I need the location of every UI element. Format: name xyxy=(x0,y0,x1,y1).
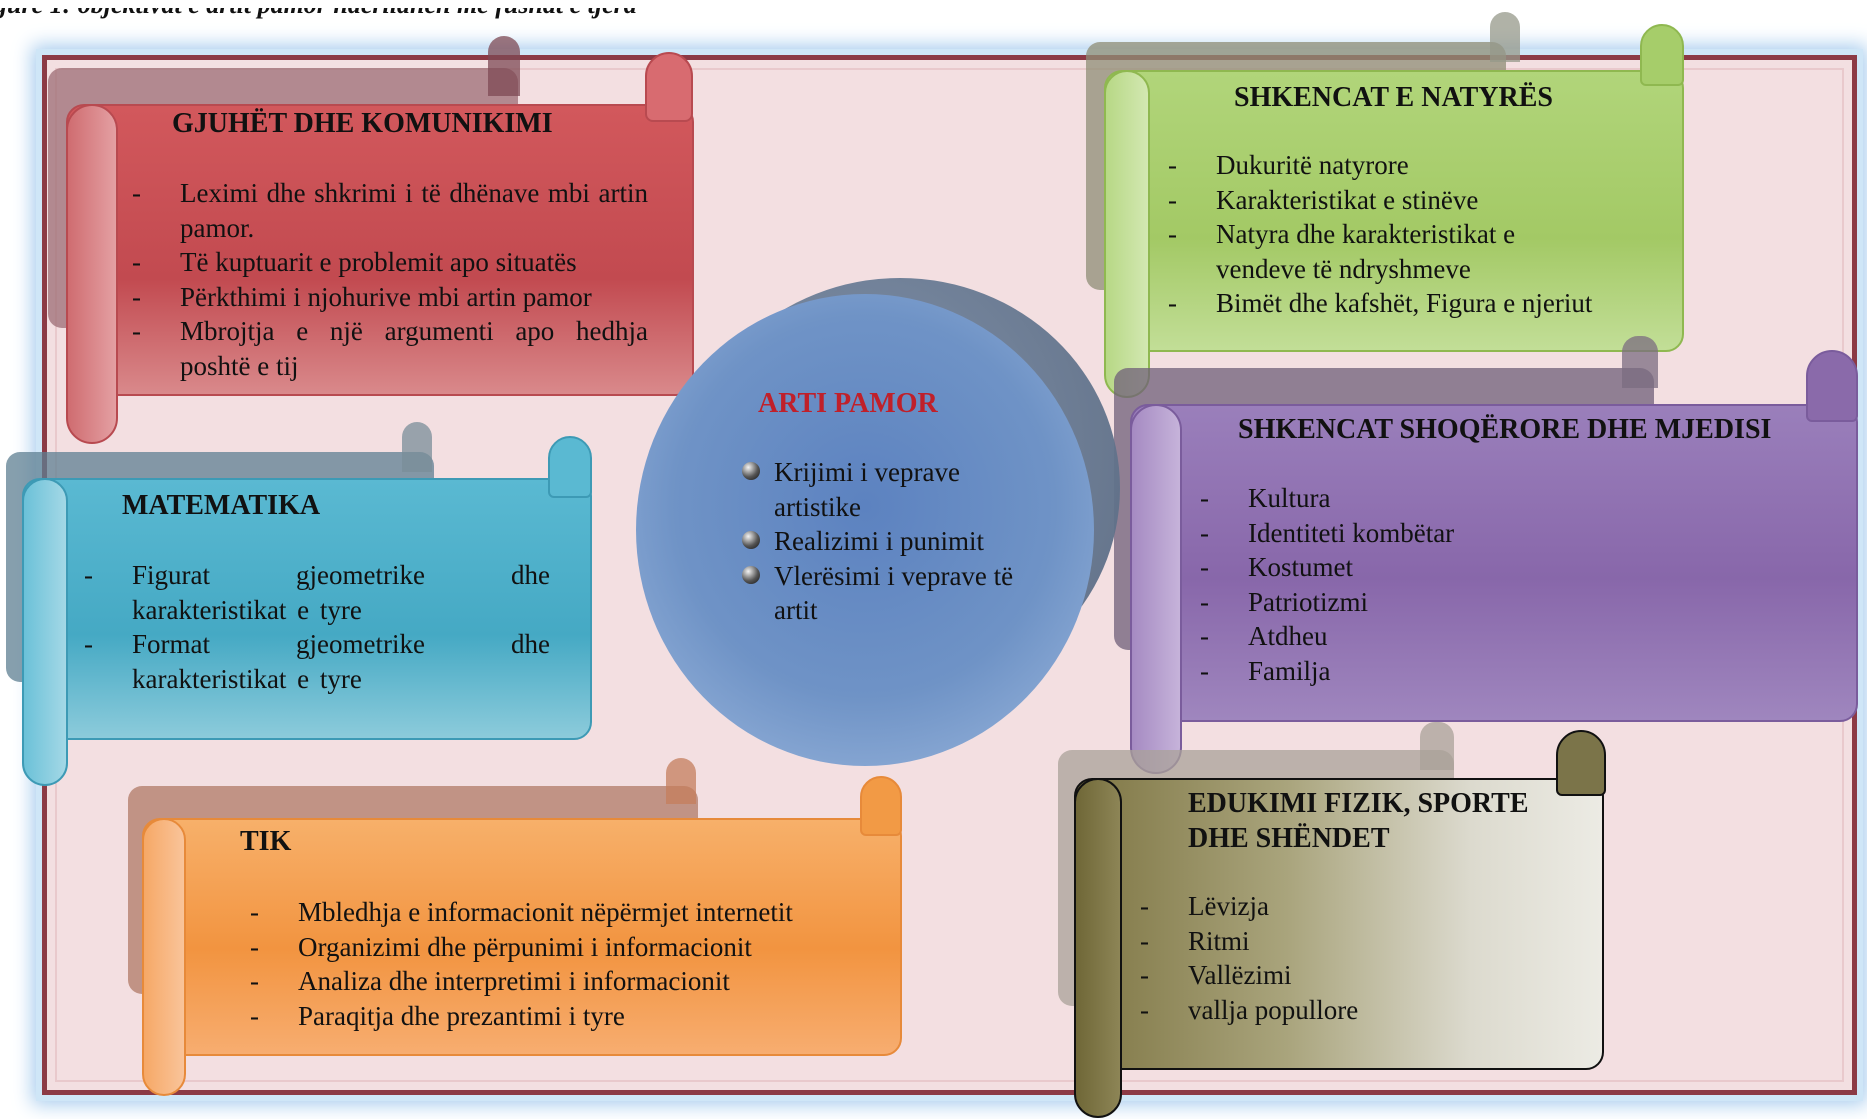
list-item: Vlerësimi i veprave të artit xyxy=(740,559,1030,628)
list-item: -Të kuptuarit e problemit apo situatës xyxy=(132,247,577,277)
scroll-curl-icon xyxy=(1074,778,1122,1118)
tik-list: -Mbledhja e informacionit nëpërmjet inte… xyxy=(250,895,890,1033)
list-item: -Bimët dhe kafshët, Figura e njeriut xyxy=(1168,288,1593,318)
scroll-curl-icon xyxy=(645,52,693,122)
list-item: -Vallëzimi xyxy=(1140,960,1292,990)
scroll-curl-icon xyxy=(142,818,186,1096)
scroll-curl-icon xyxy=(66,104,118,444)
scroll-curl-icon xyxy=(1130,404,1182,774)
list-item: -Dukuritë natyrore xyxy=(1168,150,1409,180)
sphere-bullet-icon xyxy=(742,462,760,480)
list-item: -Patriotizmi xyxy=(1200,586,1368,617)
edukimi-list: -Lëvizja -Ritmi -Vallëzimi -vallja popul… xyxy=(1140,889,1540,1027)
natyres-list: -Dukuritë natyrore -Karakteristikat e st… xyxy=(1168,148,1638,321)
list-item: -Përkthimi i njohurive mbi artin pamor xyxy=(132,281,592,312)
matematika-title: MATEMATIKA xyxy=(122,490,321,521)
list-item: -Leximi dhe shkrimi i të dhënave mbi art… xyxy=(132,178,648,243)
list-item: -Ritmi xyxy=(1140,925,1250,956)
list-item: -Format gjeometrike dhe karakteristikat … xyxy=(84,629,550,694)
list-item: -Natyra dhe karakteristikat e vendeve të… xyxy=(1168,219,1516,284)
scroll-curl-icon xyxy=(1640,24,1684,86)
center-list: Krijimi i veprave artistike Realizimi i … xyxy=(740,455,1030,628)
list-item: -Organizimi dhe përpunimi i informacioni… xyxy=(250,931,752,962)
list-item: -Paraqitja dhe prezantimi i tyre xyxy=(250,1000,625,1031)
list-item: -Mbledhja e informacionit nëpërmjet inte… xyxy=(250,897,793,927)
list-item: -vallja popullore xyxy=(1140,994,1359,1025)
natyres-title: SHKENCAT E NATYRËS xyxy=(1234,82,1553,113)
sphere-bullet-icon xyxy=(742,565,760,584)
scroll-curl-icon xyxy=(1806,350,1858,422)
list-item: -Kultura xyxy=(1200,483,1331,513)
scroll-curl-icon xyxy=(1556,730,1606,796)
shoqerore-title: SHKENCAT SHOQËRORE DHE MJEDISI xyxy=(1238,414,1772,445)
list-item: -Mbrojtja e një argumenti apo hedhja pos… xyxy=(132,316,648,381)
tik-title: TIK xyxy=(240,826,292,857)
list-item: -Familja xyxy=(1200,655,1331,686)
scroll-curl-icon xyxy=(22,478,68,786)
list-item: -Analiza dhe interpretimi i informacioni… xyxy=(250,966,730,996)
shoqerore-list: -Kultura -Identiteti kombëtar -Kostumet … xyxy=(1200,481,1670,688)
list-item: -Karakteristikat e stinëve xyxy=(1168,184,1479,215)
list-item: Krijimi i veprave artistike xyxy=(740,455,1030,524)
scroll-curl-icon xyxy=(548,436,592,498)
scroll-curl-icon xyxy=(1104,70,1150,398)
edukimi-title: EDUKIMI FIZIK, SPORTE DHE SHËNDET xyxy=(1188,788,1529,854)
scroll-curl-icon xyxy=(860,776,902,836)
figure-caption: gure 1: objektivat e artit pamor ndërlid… xyxy=(0,0,637,19)
list-item: Realizimi i punimit xyxy=(740,524,1030,559)
list-item: -Figurat gjeometrike dhe karakteristikat… xyxy=(84,560,550,625)
gjuhet-title: GJUHËT DHE KOMUNIKIMI xyxy=(172,108,553,139)
list-item: -Lëvizja xyxy=(1140,891,1269,921)
list-item: -Atdheu xyxy=(1200,621,1328,651)
list-item: -Identiteti kombëtar xyxy=(1200,517,1455,548)
matematika-list: -Figurat gjeometrike dhe karakteristikat… xyxy=(84,558,550,696)
sphere-bullet-icon xyxy=(742,531,760,549)
list-item: -Kostumet xyxy=(1200,552,1353,582)
gjuhet-list: -Leximi dhe shkrimi i të dhënave mbi art… xyxy=(132,176,648,383)
center-title: ARTI PAMOR xyxy=(758,388,938,419)
